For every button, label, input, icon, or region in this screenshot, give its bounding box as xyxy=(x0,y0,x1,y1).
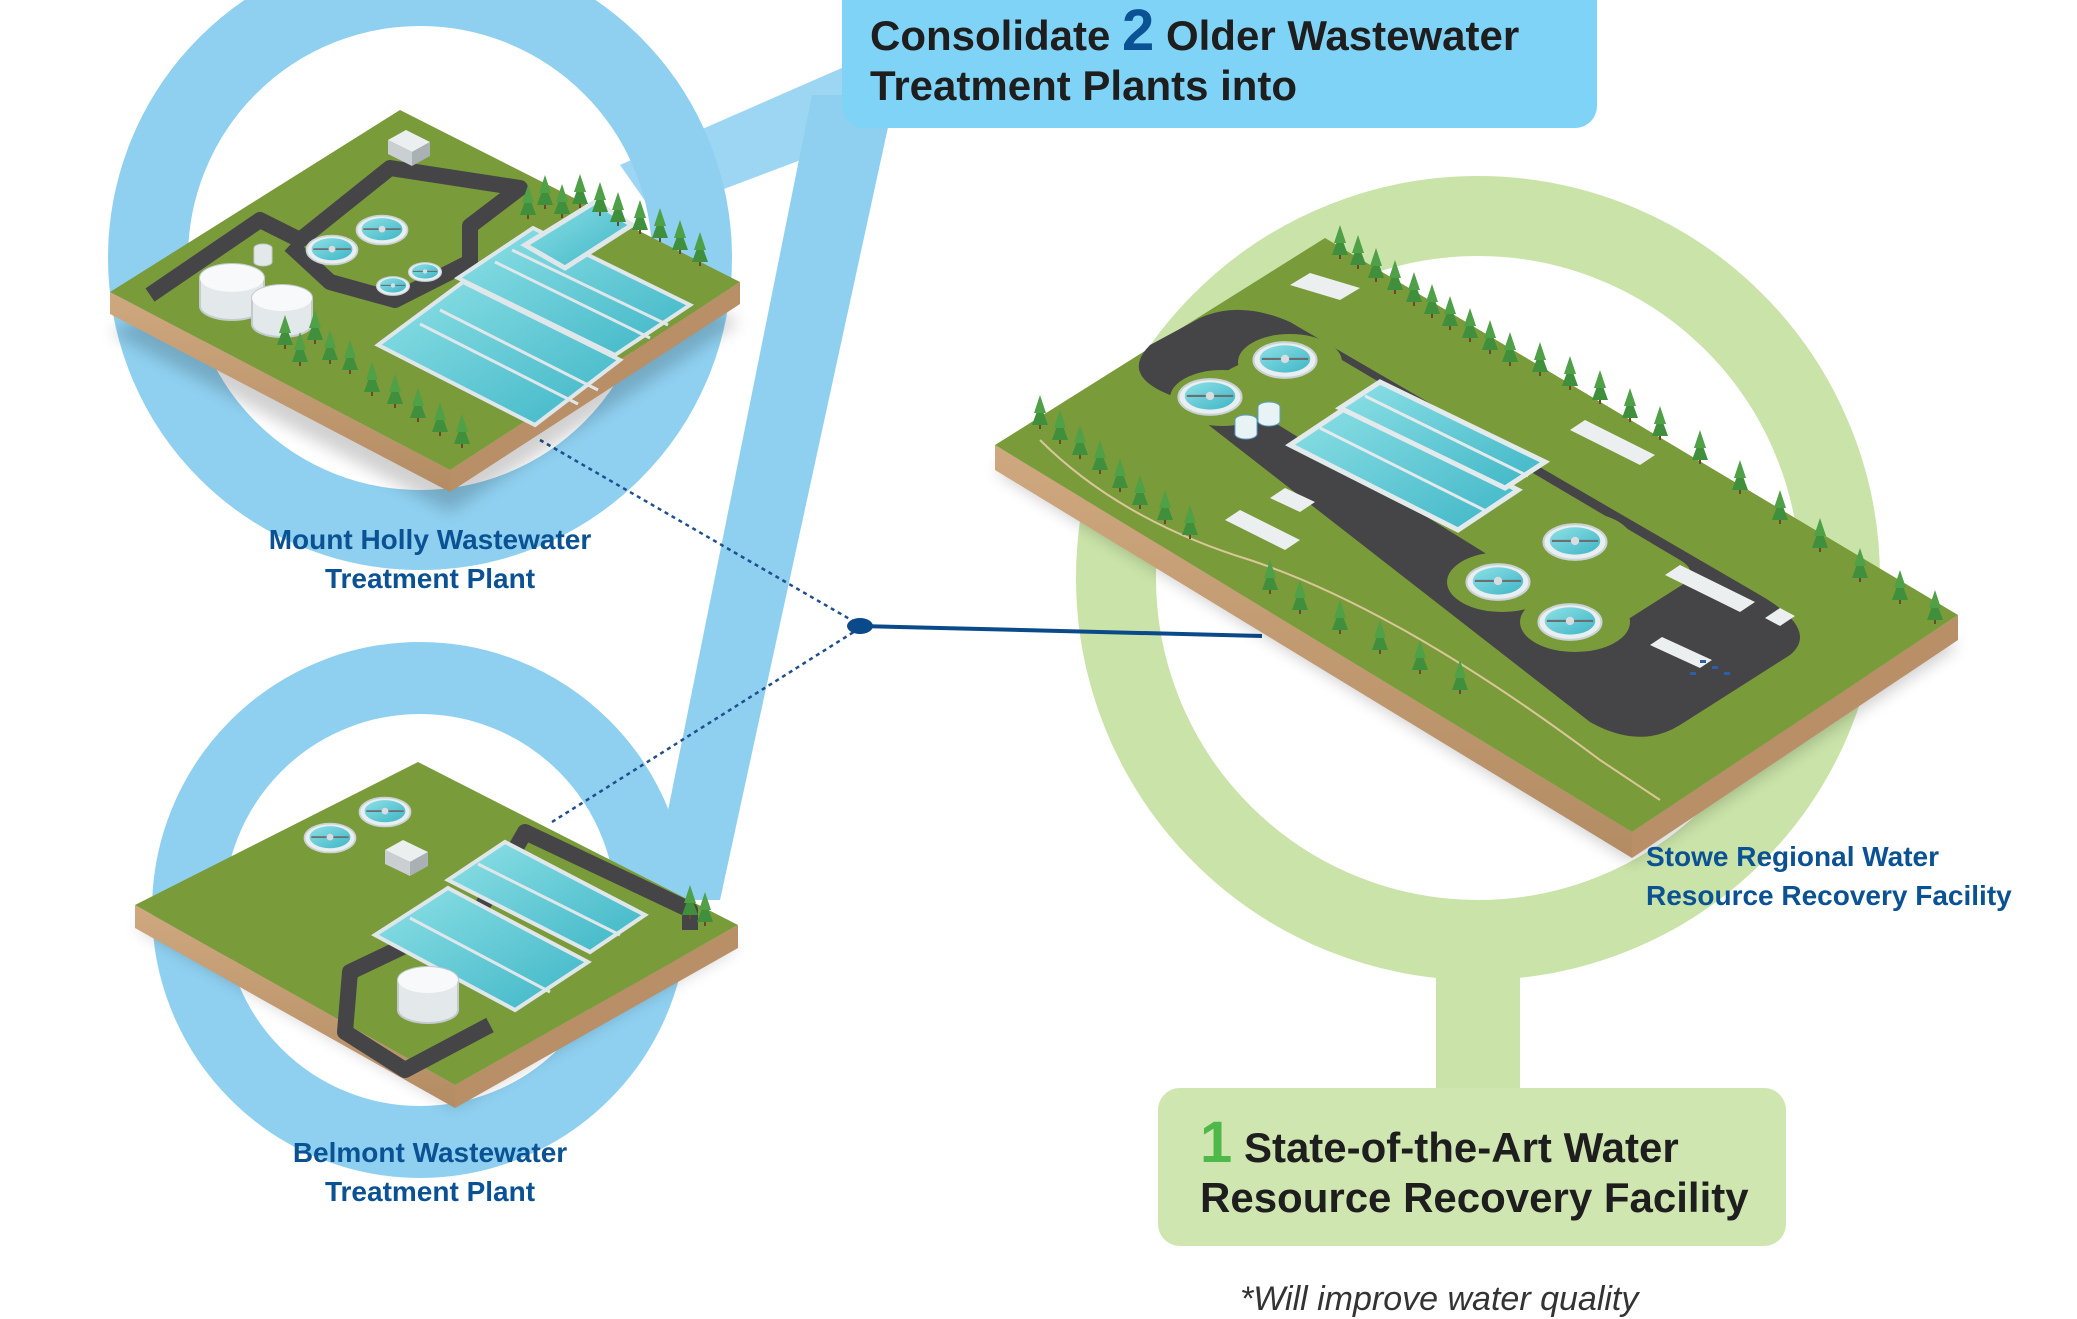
result-number: 1 xyxy=(1200,1110,1233,1175)
headline-suffix: Older Wastewater xyxy=(1165,12,1520,59)
headline-line-2: Treatment Plants into xyxy=(870,62,1298,109)
result-line-1: 1 State-of-the-Art Water xyxy=(1200,1114,1786,1173)
result-callout: 1 State-of-the-Art Water Resource Recove… xyxy=(1158,1088,1786,1246)
connector-lines xyxy=(539,438,1263,824)
belmont-label-line-1: Belmont Wastewater xyxy=(292,1137,568,1168)
mount-holly-label-line-2: Treatment Plant xyxy=(324,563,536,594)
headline-callout: Consolidate 2 Older Wastewater Treatment… xyxy=(842,0,1597,128)
headline-number: 2 xyxy=(1122,0,1155,63)
result-line-2: Resource Recovery Facility xyxy=(1200,1174,1749,1221)
mount-holly-label-line-1: Mount Holly Wastewater xyxy=(268,524,592,555)
result-line-1-text: State-of-the-Art Water xyxy=(1243,1124,1679,1171)
stowe-label-line-2: Resource Recovery Facility xyxy=(1646,880,2012,911)
headline-line-1: Consolidate 2 Older Wastewater xyxy=(870,2,1597,61)
stowe-facility-illustration xyxy=(995,225,1958,861)
stowe-label-line-1: Stowe Regional Water xyxy=(1646,841,1940,872)
stowe-label: Stowe Regional Water Resource Recovery F… xyxy=(1646,837,2012,915)
belmont-plant-illustration xyxy=(135,762,738,1108)
connector-dot xyxy=(847,618,873,634)
belmont-label: Belmont Wastewater Treatment Plant xyxy=(230,1133,630,1211)
mount-holly-plant-illustration xyxy=(110,110,740,512)
mount-holly-label: Mount Holly Wastewater Treatment Plant xyxy=(230,520,630,598)
belmont-label-line-2: Treatment Plant xyxy=(324,1176,536,1207)
headline-prefix: Consolidate xyxy=(870,12,1111,59)
